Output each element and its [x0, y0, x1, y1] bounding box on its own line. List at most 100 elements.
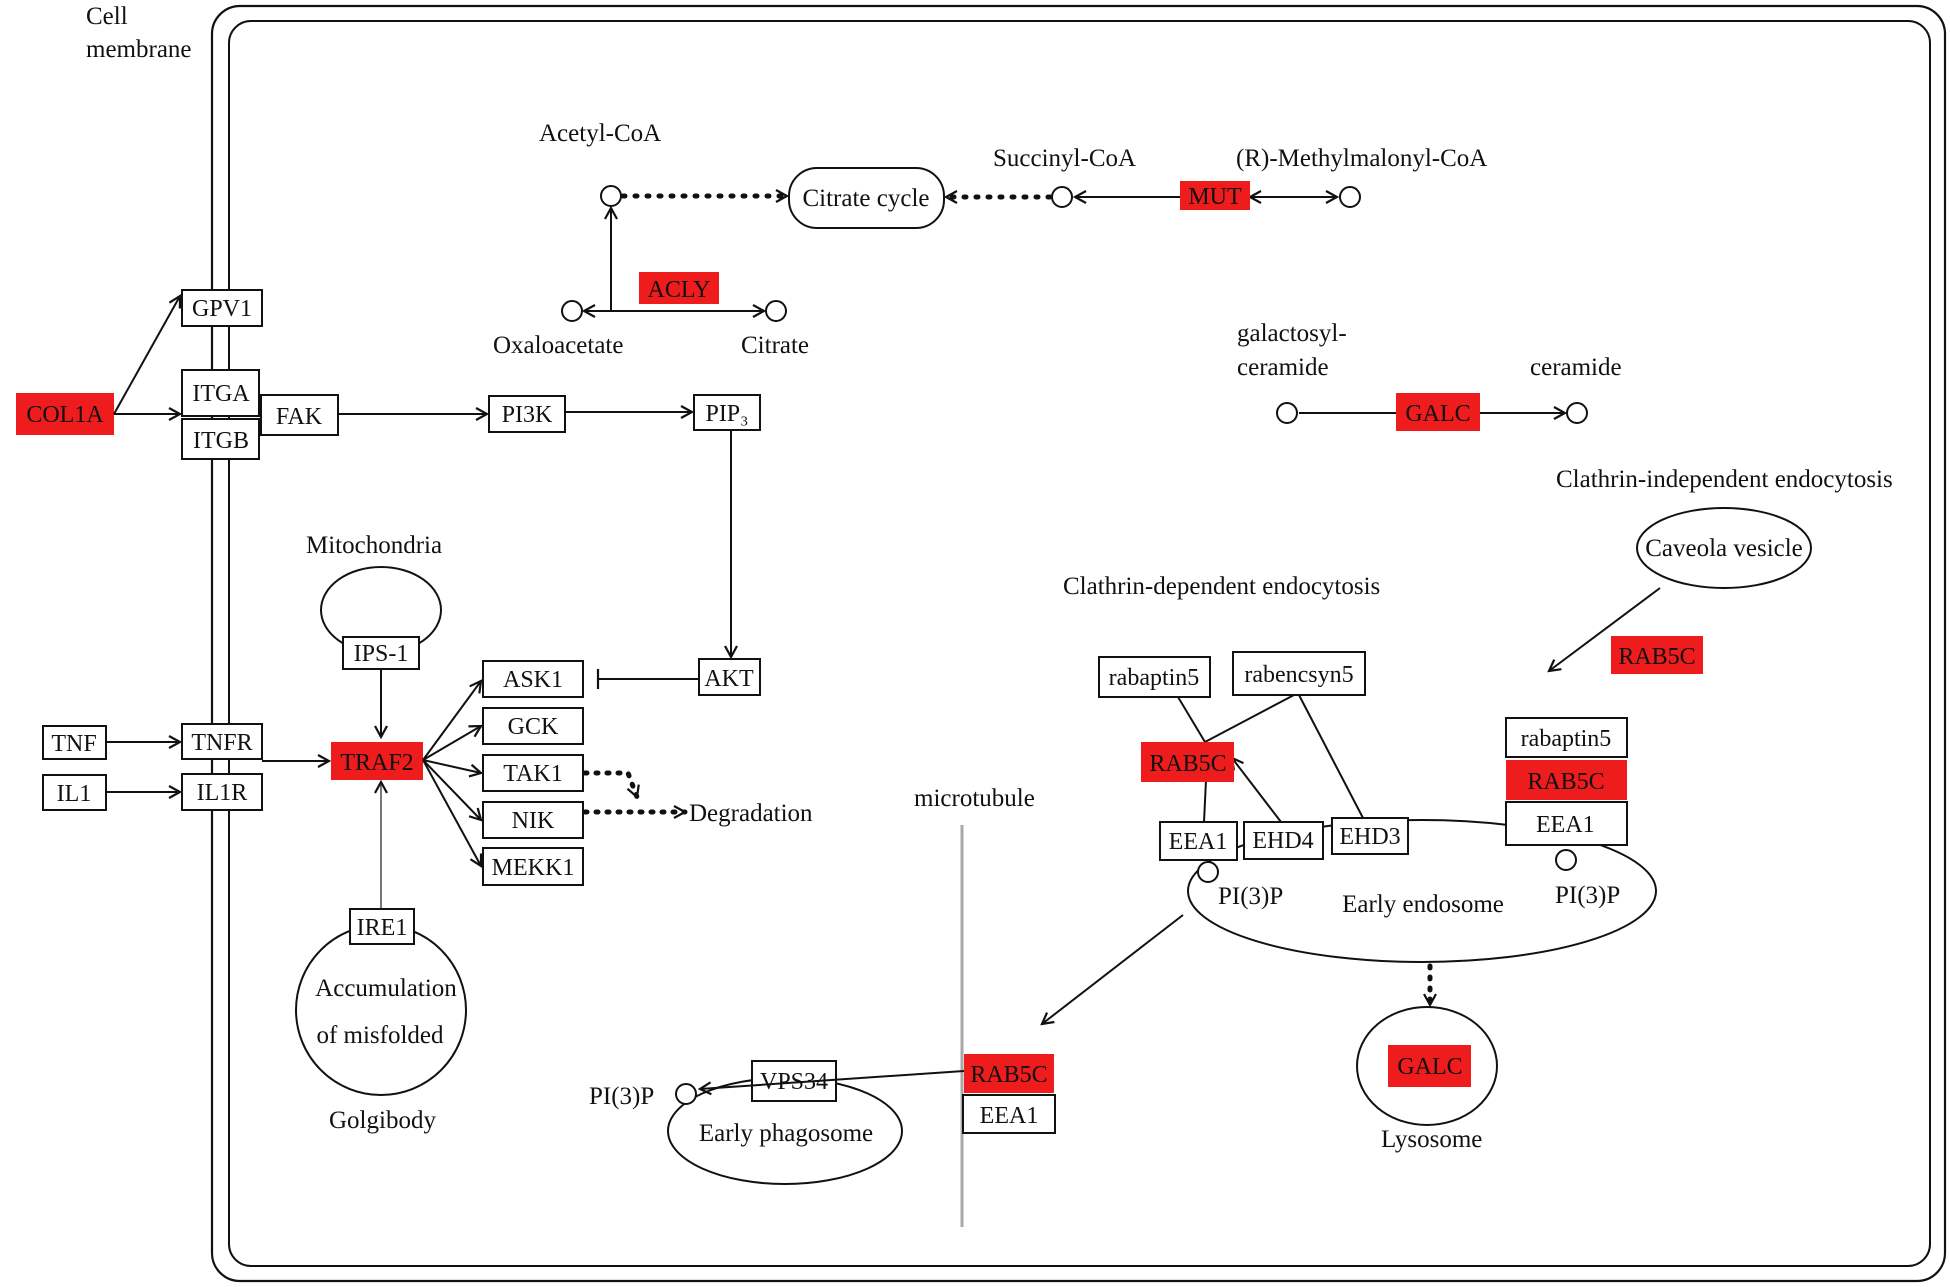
pi3p-right-label: PI(3)P: [1555, 882, 1620, 909]
il1r-gene: [181, 773, 263, 811]
rab5c-caveola-gene-label: RAB5C: [1618, 644, 1695, 670]
rabaptin5-right-label: rabaptin5: [1521, 726, 1612, 752]
methylmalonyl-coa-label: (R)-Methylmalonyl-CoA: [1236, 145, 1487, 172]
acetyl-coa-label: Acetyl-CoA: [539, 120, 661, 147]
pi3p-phagosome-label: PI(3)P: [589, 1083, 654, 1110]
clathrin-dependent-label: Clathrin-dependent endocytosis: [1063, 573, 1380, 600]
galactosylceramide-label-2: ceramide: [1237, 354, 1329, 381]
il1-gene-label: IL1: [57, 781, 92, 807]
ehd4-to-rab5c: [1232, 758, 1282, 823]
traf2-to-nik: [422, 759, 481, 820]
nik-gene-label: NIK: [512, 808, 555, 834]
pip3-label: PIP₃: [705, 401, 748, 427]
pi3p-left-label: PI(3)P: [1218, 883, 1283, 910]
il1r-gene-label: IL1R: [197, 780, 248, 806]
rab5c-bottom-gene: [964, 1054, 1054, 1093]
akt-gene-label: AKT: [704, 666, 754, 692]
ehd3-gene-label: EHD3: [1339, 824, 1400, 850]
succinyl-coa-label: Succinyl-CoA: [993, 145, 1136, 172]
pi3k-gene-label: PI3K: [502, 402, 553, 428]
traf2-gene: [331, 742, 423, 780]
gpv1-gene-label: GPV1: [192, 296, 252, 322]
tnfr-gene-label: TNFR: [191, 730, 252, 756]
rabencsyn5-label: rabencsyn5: [1244, 662, 1353, 688]
traf2-to-mekk1: [422, 759, 481, 866]
rab5c-mid-gene: [1141, 742, 1234, 782]
cell-membrane-label-2: membrane: [86, 36, 192, 63]
caveola-vesicle-label: Caveola vesicle: [1645, 535, 1803, 562]
microtubule-label: microtubule: [914, 785, 1035, 812]
pi3p-right-node: [1555, 849, 1577, 871]
citrate-node: [765, 300, 787, 322]
galactosylceramide-node: [1276, 402, 1298, 424]
pi3p-phagosome-node: [675, 1083, 697, 1105]
mut-gene-label: MUT: [1188, 184, 1242, 210]
ehd4-gene-label: EHD4: [1252, 828, 1313, 854]
rab5c-right-gene-label: RAB5C: [1527, 769, 1604, 795]
itga-gene-label: ITGA: [192, 381, 250, 407]
early-endosome-label: Early endosome: [1342, 891, 1504, 918]
galactosylceramide-label: galactosyl-: [1237, 320, 1347, 347]
akt-gene: [698, 658, 761, 696]
col1a-gene-label: COL1A: [26, 402, 104, 428]
ask1-gene-label: ASK1: [503, 667, 563, 693]
caveola-vesicle-shape: [1636, 507, 1812, 589]
rab5c-caveola-gene: [1611, 636, 1703, 674]
eea1-mid-gene: [1159, 821, 1238, 861]
acly-gene-label: ACLY: [648, 277, 711, 303]
ips1-gene: [342, 636, 420, 670]
endosome-to-phagosome: [1042, 914, 1184, 1024]
eea1-bottom-gene: [962, 1094, 1056, 1134]
acly-gene: [639, 272, 719, 304]
golgibody-label: Golgibody: [329, 1107, 436, 1134]
pip3-node: [693, 394, 761, 431]
gck-gene: [482, 707, 584, 745]
itga-gene: [181, 369, 260, 417]
col1a-to-gpv1: [113, 296, 180, 415]
tak1-to-degradation: [582, 770, 637, 800]
galc-gene-top-label: GALC: [1405, 401, 1470, 427]
caveola-to-rab5c: [1549, 587, 1661, 671]
degradation-label: Degradation: [689, 800, 813, 827]
ceramide-node: [1566, 402, 1588, 424]
cell-membrane-inner: [228, 20, 1931, 1267]
ire1-gene-label: IRE1: [357, 915, 408, 941]
pi3p-left-node: [1197, 861, 1219, 883]
gck-gene-label: GCK: [508, 714, 559, 740]
tak1-gene-label: TAK1: [503, 761, 562, 787]
lysosome-label: Lysosome: [1381, 1126, 1482, 1153]
rabencsyn5-to-rab5c: [1204, 694, 1295, 743]
itgb-gene-label: ITGB: [193, 428, 249, 454]
ceramide-label: ceramide: [1530, 354, 1622, 381]
mitochondria-label: Mitochondria: [306, 532, 442, 559]
tak1-gene: [482, 754, 584, 792]
rabencsyn5-gene: [1232, 651, 1366, 696]
itgb-gene: [181, 418, 260, 460]
nik-gene: [482, 801, 584, 839]
eea1-right-gene: [1505, 801, 1628, 846]
citrate-label: Citrate: [741, 332, 809, 359]
citrate-cycle-label: Citrate cycle: [802, 185, 929, 212]
rabaptin5-left-gene: [1098, 656, 1211, 698]
eea1-bottom-gene-label: EEA1: [980, 1103, 1039, 1129]
mut-gene: [1180, 181, 1250, 210]
cell-membrane-label: Cell: [86, 3, 128, 30]
pi3k-gene: [488, 395, 566, 433]
tnf-gene-label: TNF: [51, 731, 96, 757]
galc-lysosome-gene-label: GALC: [1397, 1054, 1462, 1080]
ire1-gene: [349, 908, 415, 945]
rabencsyn5-to-ehd3: [1298, 694, 1364, 819]
galc-gene-top: [1396, 393, 1480, 431]
rab5c-mid-gene-label: RAB5C: [1149, 751, 1226, 777]
eea1-right-gene-label: EEA1: [1536, 812, 1595, 838]
il1-gene: [42, 774, 107, 811]
ehd3-gene: [1331, 817, 1409, 855]
mekk1-gene: [482, 847, 584, 886]
ask1-gene: [482, 660, 584, 698]
rab5c-right-gene: [1506, 760, 1627, 800]
eea1-mid-gene-label: EEA1: [1169, 829, 1228, 855]
traf2-to-gck: [422, 726, 481, 761]
accumulation-label: Accumulation: [315, 975, 457, 1002]
mekk1-gene-label: MEKK1: [492, 855, 575, 881]
